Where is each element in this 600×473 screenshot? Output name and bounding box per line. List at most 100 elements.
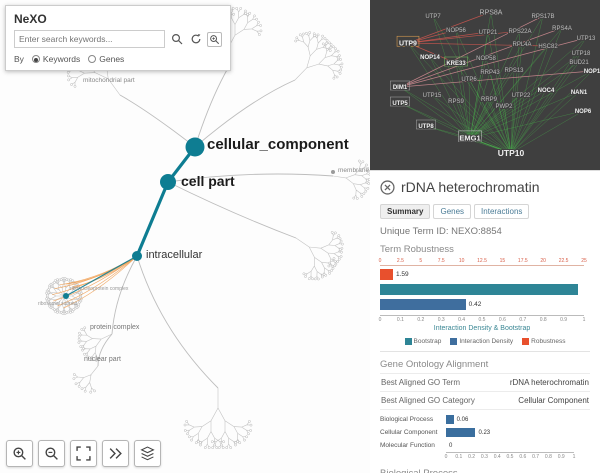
tree-node-cellular-component[interactable]: cellular_component xyxy=(207,136,349,153)
radio-genes[interactable]: Genes xyxy=(88,54,124,64)
fit-to-window-button[interactable] xyxy=(70,440,97,467)
gene-node-rrp43[interactable]: RRP43 xyxy=(479,69,501,77)
gene-node-nop14[interactable]: NOP14 xyxy=(419,54,441,62)
close-icon[interactable] xyxy=(380,179,395,195)
gene-node-bud21[interactable]: BUD21 xyxy=(568,59,590,67)
expand-branches-button[interactable] xyxy=(102,440,129,467)
go-chart-category: Cellular Component xyxy=(380,429,438,436)
tree-node-intracellular[interactable]: intracellular xyxy=(146,249,203,261)
gene-node-utp13[interactable]: UTP13 xyxy=(576,35,597,43)
tree-leaf xyxy=(194,441,198,445)
gene-node-nop56[interactable]: NOP56 xyxy=(445,27,467,35)
gene-node-rps4a[interactable]: RPS4A xyxy=(551,25,573,33)
tree-leaf xyxy=(340,62,344,66)
tree-leaf xyxy=(339,58,342,61)
gene-node-rps9[interactable]: RPS9 xyxy=(447,98,465,106)
zoom-in-button[interactable] xyxy=(6,440,33,467)
tree-node-intracellular-circle[interactable] xyxy=(132,251,142,261)
radio-genes-dot[interactable] xyxy=(88,55,97,63)
radio-keywords[interactable]: Keywords xyxy=(31,54,80,64)
tree-node-cell-part[interactable]: cell part xyxy=(181,173,235,189)
tree-leaf xyxy=(335,75,339,79)
gene-node-noc4[interactable]: NOC4 xyxy=(537,87,556,95)
gene-node-hsc82[interactable]: HSC82 xyxy=(537,43,559,51)
gene-node-nop58[interactable]: NOP58 xyxy=(475,55,497,63)
network-edge xyxy=(503,105,512,154)
tree-leaf xyxy=(257,20,260,24)
gene-node-kre33[interactable]: KRE33 xyxy=(445,60,467,68)
tree-node-protein-complex[interactable]: protein complex xyxy=(90,324,140,331)
tree-leaf xyxy=(49,282,53,286)
tree-leaf xyxy=(307,277,311,281)
search-input[interactable] xyxy=(14,30,165,48)
network-edge xyxy=(469,52,582,139)
tree-node-membrane[interactable]: membrane xyxy=(338,167,370,174)
tree-leaf xyxy=(48,286,51,290)
gene-node-utp21[interactable]: UTP21 xyxy=(478,29,499,37)
axis-tick: 0.1 xyxy=(396,317,404,323)
axis-tick: 1 xyxy=(582,317,586,323)
tree-leaf xyxy=(325,39,329,42)
refresh-icon[interactable] xyxy=(188,32,203,47)
tree-node-cell-part-circle[interactable] xyxy=(160,174,176,190)
gene-node-utp10[interactable]: UTP10 xyxy=(497,147,526,159)
tree-leaf xyxy=(74,382,78,386)
gene-node-rpl4a[interactable]: RPL4A xyxy=(511,41,532,49)
network-edge xyxy=(488,98,512,154)
network-edge xyxy=(469,110,584,139)
tree-node-membrane-circle[interactable] xyxy=(331,170,335,174)
network-edge xyxy=(429,56,512,154)
gene-node-rps17b[interactable]: RPS17B xyxy=(530,13,555,21)
gene-node-nop6[interactable]: NOP6 xyxy=(574,108,593,116)
tree-node-ribosomal-subunit[interactable]: ribosomal subunit xyxy=(38,301,78,307)
network-edge xyxy=(407,42,512,154)
ontology-tree-panel[interactable]: cellular_component cell part intracellul… xyxy=(0,0,370,473)
tab-genes[interactable]: Genes xyxy=(433,204,472,219)
gene-node-utp5[interactable]: UTP5 xyxy=(391,100,409,108)
tree-node-cellular-component-circle[interactable] xyxy=(185,137,205,157)
gene-node-utp22[interactable]: UTP22 xyxy=(511,92,532,100)
gene-node-pwp2[interactable]: PWP2 xyxy=(494,103,514,111)
gene-node-utp18[interactable]: UTP18 xyxy=(571,50,592,58)
gene-node-utp15[interactable]: UTP15 xyxy=(422,92,443,100)
layers-button[interactable] xyxy=(134,440,161,467)
gene-node-rps22a[interactable]: RPS22A xyxy=(507,28,532,36)
axis-tick: 10 xyxy=(458,258,465,264)
gene-node-utp9[interactable]: UTP9 xyxy=(398,39,418,48)
tree-node-nuclear-part[interactable]: nuclear part xyxy=(84,356,121,363)
gene-node-emg1[interactable]: EMG1 xyxy=(458,133,481,144)
tree-node-cluster-circle[interactable] xyxy=(63,293,69,299)
tree-leaf xyxy=(329,43,333,46)
gene-node-nop1[interactable]: NOP1 xyxy=(583,68,600,76)
tree-leaf xyxy=(83,352,86,356)
tree-node-mitochondrial-part[interactable]: mitochondrial part xyxy=(83,77,135,84)
gene-node-nan1[interactable]: NAN1 xyxy=(570,89,589,97)
go-chart-bar-area: 0 xyxy=(446,441,574,450)
network-edge xyxy=(487,31,512,154)
zoom-to-results-icon[interactable] xyxy=(207,31,222,47)
network-edge-accent xyxy=(407,30,521,44)
zoom-out-button[interactable] xyxy=(38,440,65,467)
tree-leaf xyxy=(366,178,369,182)
gene-node-rps8a[interactable]: RPS8A xyxy=(479,8,504,17)
tab-interactions[interactable]: Interactions xyxy=(474,204,530,219)
network-edge xyxy=(469,105,505,139)
tree-leaf xyxy=(341,242,344,246)
tree-leaf xyxy=(328,41,331,45)
gene-node-utp8[interactable]: UTP8 xyxy=(417,123,435,131)
gene-node-dim1[interactable]: DIM1 xyxy=(392,84,409,92)
gene-node-utp7[interactable]: UTP7 xyxy=(424,13,442,21)
tab-summary[interactable]: Summary xyxy=(380,204,431,219)
gene-node-rps13[interactable]: RPS13 xyxy=(503,67,525,75)
network-edge xyxy=(469,61,580,139)
gene-node-utp6[interactable]: UTP6 xyxy=(460,76,478,84)
tree-node-ribonucleoprotein-complex[interactable]: ribonucleoprotein complex xyxy=(70,286,129,292)
network-edge xyxy=(455,29,512,154)
bar-cellular-component xyxy=(446,428,476,437)
search-icon[interactable] xyxy=(169,32,184,47)
radio-keywords-dot[interactable] xyxy=(31,55,40,63)
tree-leaf xyxy=(365,163,368,167)
gene-node-rrp9[interactable]: RRP9 xyxy=(480,96,499,104)
